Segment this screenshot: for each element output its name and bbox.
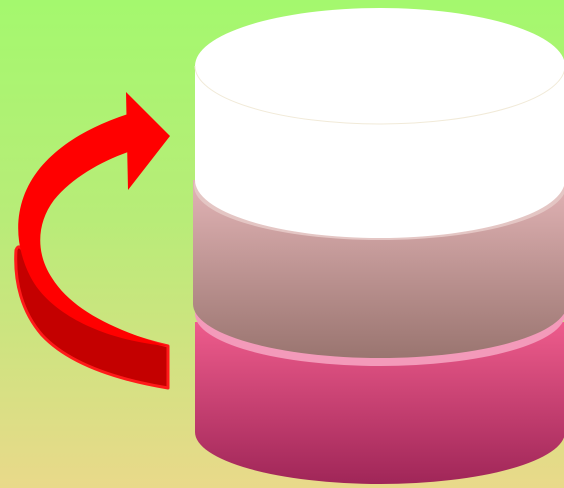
cylinder-stack-icon: [193, 8, 564, 484]
cylinder-layer-top-cap: [195, 8, 564, 124]
cylinder-layer-top: [195, 8, 564, 238]
